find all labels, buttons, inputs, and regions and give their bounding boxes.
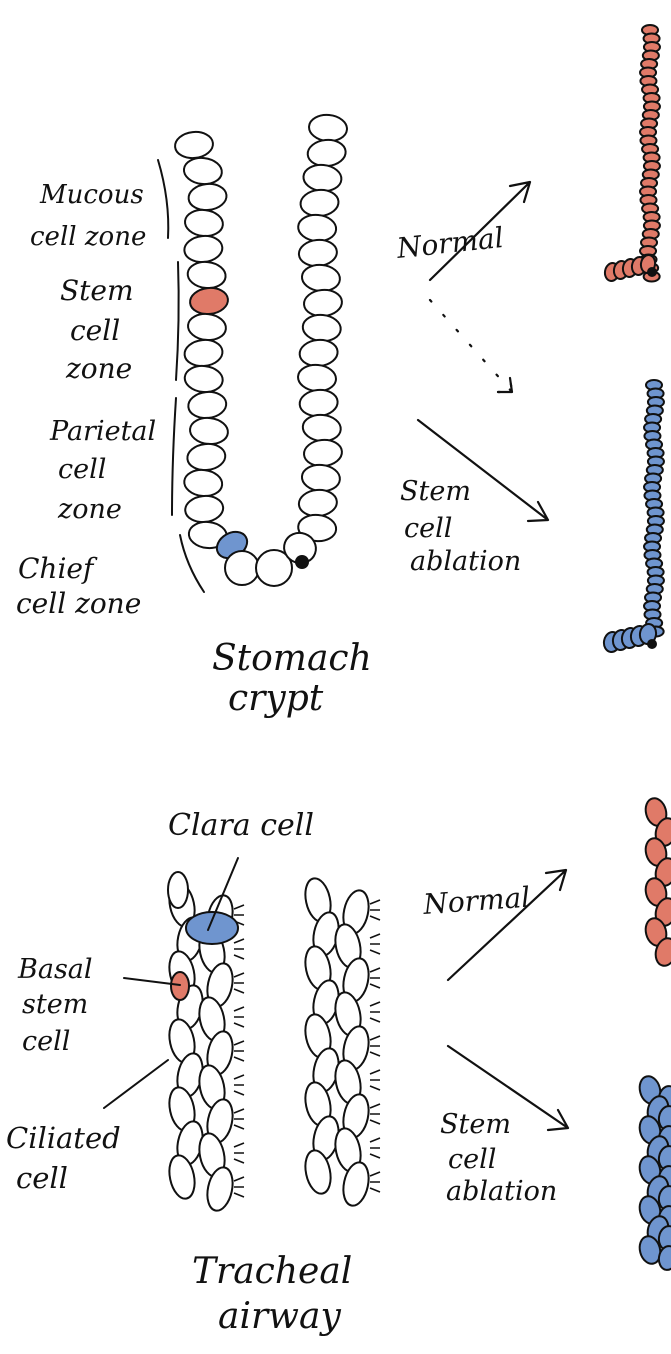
stem-cell-red	[189, 286, 230, 316]
crypt-left-cell	[189, 416, 230, 446]
stomach-dotted-arrow	[430, 300, 512, 392]
normal-outcome-dark-cell	[647, 267, 657, 277]
stomach-title-2: crypt	[228, 678, 324, 719]
cilia	[234, 973, 244, 993]
stomach-ablation-label-1: Stem	[400, 476, 471, 507]
cilia	[370, 1002, 380, 1022]
stomach-normal-label: Normal	[394, 221, 505, 265]
clara-cell-blue	[186, 912, 238, 944]
stomach-crypt	[174, 113, 348, 586]
stem-zone-label-2: cell	[70, 314, 120, 347]
trachea-ablation-outcome	[637, 1074, 671, 1271]
crypt-right-cell	[303, 438, 343, 467]
crypt-left-cell	[187, 312, 228, 342]
cilia	[234, 1143, 244, 1163]
parietal-zone-label-2: cell	[58, 454, 106, 485]
crypt-left-cell	[183, 234, 224, 264]
cilia	[370, 1172, 380, 1192]
stem-zone-label-1: Stem	[60, 274, 134, 307]
cilia	[234, 1041, 244, 1061]
crypt-right-cell	[297, 363, 337, 392]
crypt-right-cell	[303, 288, 343, 317]
trachea-ablation-label-1: Stem	[440, 1109, 511, 1140]
ciliated-label-2: cell	[16, 1161, 68, 1195]
mucous-zone-bracket	[158, 160, 168, 238]
stomach-ablation-outcome	[602, 380, 664, 653]
crypt-left-cell	[183, 338, 224, 368]
cilia	[370, 1104, 380, 1124]
cilia	[370, 900, 380, 920]
cilia	[234, 1075, 244, 1095]
trachea-normal-outcome	[643, 796, 671, 968]
trachea-epithelium-right	[302, 876, 380, 1208]
cilia	[370, 934, 380, 954]
crypt-left-cell	[186, 260, 227, 290]
crypt-right-cell	[302, 413, 342, 442]
cilia	[234, 1177, 244, 1197]
ciliated-label-1: Ciliated	[6, 1121, 121, 1155]
mucous-zone-label-1: Mucous	[39, 180, 144, 210]
parietal-zone-label-3: zone	[57, 494, 122, 525]
crypt-right-cell	[299, 338, 339, 367]
mucous-zone-label-2: cell zone	[30, 222, 146, 252]
crypt-right-cell	[299, 188, 339, 217]
crypt-base-cell	[225, 551, 259, 585]
crypt-right-cell	[301, 463, 341, 492]
cilia	[370, 1036, 380, 1056]
crypt-right-cell	[298, 238, 338, 267]
crypt-right-cell	[302, 163, 342, 192]
parietal-zone-label-1: Parietal	[49, 416, 156, 447]
crypt-right-cell	[298, 488, 338, 517]
crypt-right-cell	[307, 138, 347, 167]
crypt-base-dark-cell	[295, 555, 309, 569]
crypt-left-cell	[187, 182, 228, 212]
crypt-left-cell	[183, 364, 224, 394]
parietal-zone-bracket	[172, 398, 176, 515]
crypt-right-cell	[299, 388, 339, 417]
cilia	[370, 1138, 380, 1158]
ciliated-leader	[104, 1060, 168, 1108]
basal-label-3: cell	[22, 1026, 70, 1057]
crypt-left-cell	[183, 468, 224, 498]
stomach-normal-outcome	[604, 25, 660, 282]
crypt-right-cell	[297, 213, 337, 242]
basal-stem-cell-red	[171, 972, 189, 1000]
basal-label-1: Basal	[17, 954, 93, 985]
cilia	[234, 1007, 244, 1027]
trachea-title-2: airway	[218, 1296, 341, 1337]
chief-zone-label-2: cell zone	[16, 587, 141, 620]
crypt-left-cell	[184, 208, 225, 238]
cilia	[370, 1070, 380, 1090]
crypt-left-cell	[186, 442, 227, 472]
stem-zone-bracket	[176, 262, 179, 380]
trachea-title-1: Tracheal	[192, 1251, 352, 1292]
crypt-left-cell	[184, 494, 225, 524]
trachea-normal-label: Normal	[421, 881, 531, 921]
crypt-right-cell	[301, 263, 341, 292]
stomach-ablation-label-2: cell	[404, 513, 452, 544]
stomach-ablation-label-3: ablation	[410, 546, 521, 577]
trachea-ablation-label-2: cell	[448, 1144, 496, 1175]
basal-label-2: stem	[22, 989, 88, 1020]
cilia	[234, 1109, 244, 1129]
cilia	[234, 939, 244, 959]
crypt-left-cell	[187, 390, 228, 420]
stomach-title-1: Stomach	[212, 638, 372, 679]
cilia	[370, 968, 380, 988]
trachea-epithelium-left	[166, 872, 244, 1213]
clara-cell-label: Clara cell	[168, 808, 314, 843]
airway-apical-cell	[168, 872, 188, 908]
crypt-left-cell	[174, 130, 215, 160]
crypt-right-cell	[302, 313, 342, 342]
ablation-outcome-dark-cell	[647, 639, 657, 649]
trachea-ablation-label-3: ablation	[446, 1176, 557, 1207]
stem-zone-label-3: zone	[65, 352, 132, 385]
crypt-left-cell	[183, 156, 224, 186]
crypt-right-cell	[308, 113, 348, 142]
chief-zone-label-1: Chief	[18, 552, 98, 585]
